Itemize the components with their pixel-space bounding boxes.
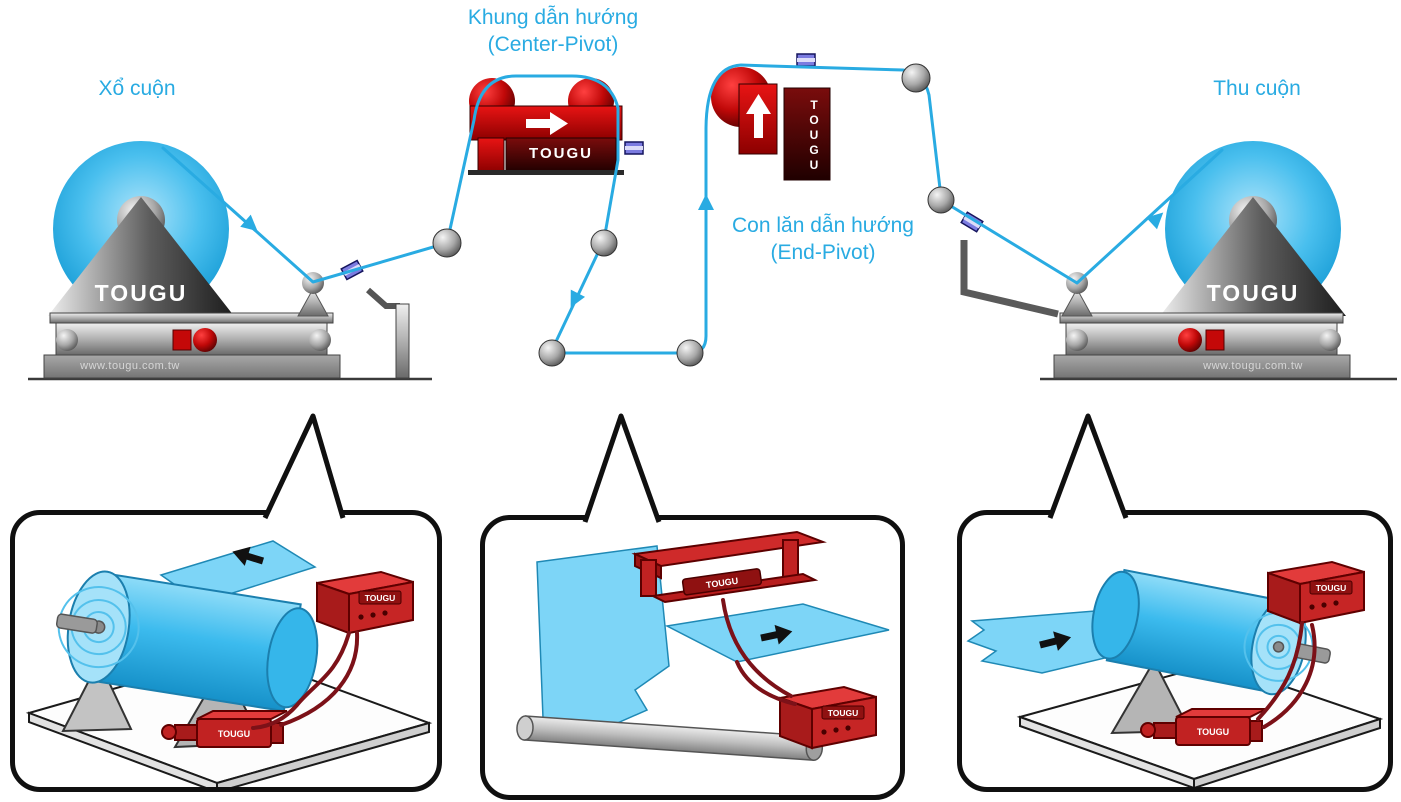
controller-unit: TOUGU: [1267, 560, 1365, 625]
signal-cable: [1256, 621, 1304, 721]
end-pivot-label-line1: Con lăn dẫn hướng: [732, 214, 914, 237]
unwind-label: Xổ cuộn: [98, 77, 176, 100]
idler-rollers: [432, 63, 955, 367]
rewind-brand-label: TOUGU: [1206, 280, 1300, 306]
centerpivot-illustration: TOUGU TOUGU: [516, 530, 890, 762]
end-pivot-brand-label: TOUGU: [807, 97, 821, 173]
power-cable: [279, 631, 360, 727]
center-pivot-device: [468, 78, 644, 175]
power-cable: [1262, 623, 1317, 729]
controller-unit: TOUGU: [779, 685, 877, 750]
up-arrow-icon: [746, 94, 771, 138]
guide-actuator: TOUGU: [161, 710, 288, 748]
edge-sensor-center: [624, 141, 644, 155]
end-pivot-device: [711, 53, 831, 181]
bottom-roller: [516, 715, 824, 762]
roll-stand-left: [61, 658, 133, 733]
rewinder-illustration: TOUGU TOUGU: [966, 560, 1384, 787]
edge-sensor-endpivot: [796, 53, 816, 67]
end-pivot-label: Con lăn dẫn hướng (End-Pivot): [698, 212, 948, 267]
end-pivot-label-line2: (End-Pivot): [770, 241, 876, 265]
website-label-left: www.tougu.com.tw: [80, 360, 180, 372]
callout-tail-rewinder: [1047, 413, 1129, 519]
callout-centerpivot: TOUGU TOUGU: [480, 515, 905, 800]
signal-cable: [251, 631, 351, 730]
web-direction-arrow: [232, 546, 265, 566]
unwind-brand-label: TOUGU: [94, 280, 188, 306]
frame-brand-label: TOUGU: [705, 576, 738, 590]
rewind-machine: [1053, 141, 1351, 379]
center-pivot-label-line1: Khung dẫn hướng: [467, 6, 639, 29]
controller-unit: TOUGU: [316, 570, 414, 635]
callout-tail-unwinder: [262, 413, 346, 520]
signal-cable: [721, 598, 793, 698]
web-guiding-schematic: [28, 53, 1397, 381]
center-pivot-label: Khung dẫn hướng (Center-Pivot): [428, 4, 678, 59]
web-path: [161, 63, 1224, 355]
unwinder-illustration: TOUGU TOUGU: [25, 540, 433, 787]
actuator-brand-label: TOUGU: [1197, 727, 1229, 737]
callout-unwinder: TOUGU TOUGU: [10, 510, 442, 792]
rewind-label: Thu cuộn: [1213, 77, 1301, 100]
power-cable: [735, 660, 797, 706]
callout-tail-centerpivot: [582, 413, 662, 523]
unwind-machine: [43, 141, 341, 379]
web-direction-arrow: [760, 624, 793, 645]
center-pivot-label-line2: (Center-Pivot): [487, 33, 619, 57]
actuator-brand-label: TOUGU: [218, 729, 250, 739]
controller-brand-label: TOUGU: [1316, 583, 1347, 593]
controller-brand-label: TOUGU: [828, 708, 859, 718]
center-pivot-brand-label: TOUGU: [529, 145, 593, 162]
unwind-roll: [55, 570, 319, 713]
guide-actuator: TOUGU: [1140, 708, 1267, 746]
web-direction-arrow: [1039, 631, 1072, 651]
center-pivot-frame: TOUGU: [631, 530, 827, 604]
website-label-right: www.tougu.com.tw: [1203, 360, 1303, 372]
edge-sensor-stand-left: [340, 259, 410, 379]
controller-brand-label: TOUGU: [365, 593, 396, 603]
callout-rewinder: TOUGU TOUGU: [957, 510, 1393, 792]
right-arrow-icon: [526, 112, 568, 135]
